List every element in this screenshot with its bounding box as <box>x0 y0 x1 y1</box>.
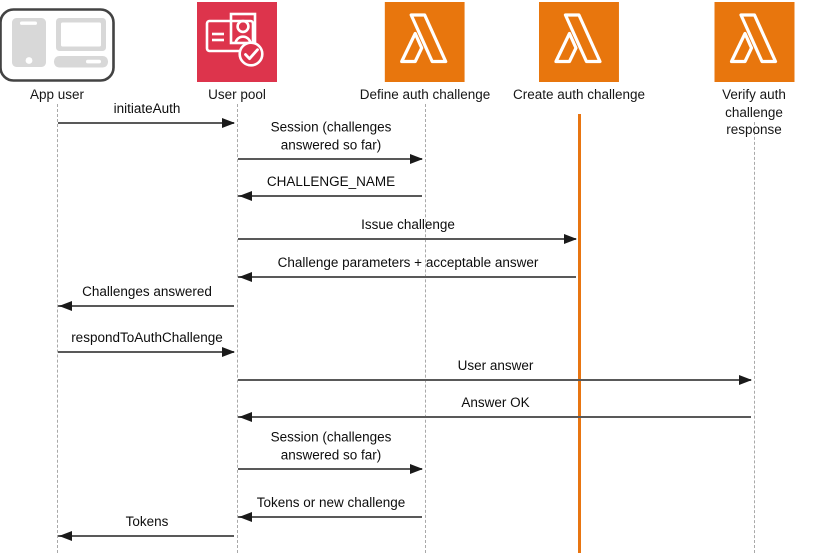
message-label: User answer <box>457 358 534 374</box>
message-label: Challenge parameters + acceptable answer <box>277 255 539 271</box>
message-line <box>58 351 234 353</box>
actor-label: Verify auth challenge response <box>722 87 786 138</box>
lambda-icon <box>539 2 619 82</box>
message-line <box>238 516 422 518</box>
message-line <box>238 158 422 160</box>
message-label: CHALLENGE_NAME <box>266 174 396 190</box>
message-line <box>238 416 751 418</box>
actor-define-auth-challenge: Define auth challenge <box>359 0 491 104</box>
arrow-head <box>222 347 235 357</box>
message-line <box>238 468 422 470</box>
message-label: Session (challenges answered so far) <box>270 429 392 463</box>
arrow-head <box>239 191 252 201</box>
arrow-head <box>59 531 72 541</box>
actor-app-user: App user <box>0 0 115 104</box>
message-line <box>58 535 234 537</box>
message-label: Challenges answered <box>82 284 212 300</box>
lambda-icon-wrap <box>539 0 619 82</box>
lifeline-create-auth-challenge <box>578 114 581 553</box>
message-line <box>238 195 422 197</box>
message-line <box>58 305 234 307</box>
arrow-head <box>239 412 252 422</box>
actor-verify-auth-challenge-response: Verify auth challenge response <box>713 0 796 139</box>
devices-icon-wrap <box>0 0 115 82</box>
actor-label: Define auth challenge <box>359 87 491 102</box>
lifeline-app-user <box>57 104 58 553</box>
arrow-head <box>739 375 752 385</box>
devices-icon <box>0 8 115 82</box>
message-label: Issue challenge <box>361 217 455 233</box>
message-label: Session (challenges answered so far) <box>270 119 392 153</box>
lambda-icon-wrap <box>384 0 465 82</box>
actor-user-pool: User pool <box>197 0 277 104</box>
message-label: Tokens or new challenge <box>256 495 406 511</box>
message-label: Tokens <box>125 514 169 530</box>
lambda-icon <box>384 2 465 82</box>
arrow-head <box>222 118 235 128</box>
lifeline-user-pool <box>237 104 238 553</box>
actor-create-auth-challenge: Create auth challenge <box>513 0 645 104</box>
message-line <box>238 379 751 381</box>
message-line <box>58 122 234 124</box>
user-pool-icon <box>197 2 277 82</box>
message-label: respondToAuthChallenge <box>71 330 223 346</box>
arrow-head <box>239 512 252 522</box>
actor-label: Create auth challenge <box>512 87 646 102</box>
lifeline-define-auth-challenge <box>425 104 426 553</box>
lambda-icon-wrap <box>714 0 794 82</box>
lifeline-verify-auth-challenge-response <box>754 122 755 553</box>
arrow-head <box>59 301 72 311</box>
message-label: Answer OK <box>461 395 530 411</box>
message-label: initiateAuth <box>113 101 181 117</box>
lambda-icon <box>714 2 794 82</box>
arrow-head <box>410 464 423 474</box>
actor-label: App user <box>29 87 85 102</box>
message-line <box>238 276 576 278</box>
actor-label: User pool <box>208 87 266 102</box>
arrow-head <box>410 154 423 164</box>
arrow-head <box>239 272 252 282</box>
user-pool-icon-wrap <box>197 0 277 82</box>
arrow-head <box>564 234 577 244</box>
message-line <box>238 238 576 240</box>
